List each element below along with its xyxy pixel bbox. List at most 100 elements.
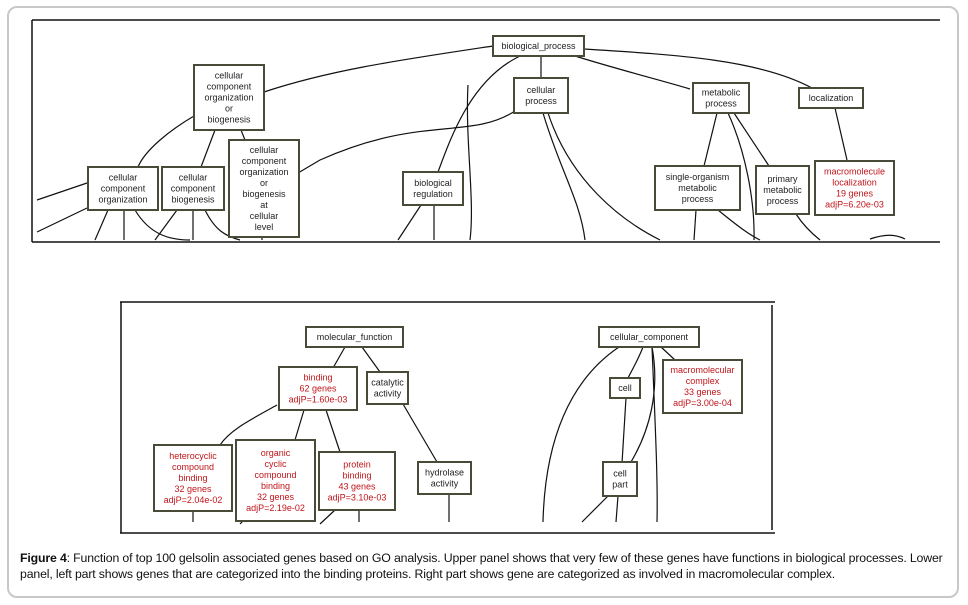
node-box [305,326,404,348]
node-label-line: cell [618,383,632,393]
node-label-line: organic [261,448,291,458]
go-term-node-mf: molecular_function [305,326,404,348]
node-label-line: regulation [413,189,453,199]
node-box [153,444,233,512]
node-label-line: heterocyclic [169,451,217,461]
node-label-line: level [255,222,274,232]
edge [542,346,620,523]
node-label-line: cyclic [265,459,287,469]
edge [869,234,906,240]
node-label-line: or [225,104,233,114]
node-label-line: cellular [179,173,208,183]
node-label-line: compound [254,470,296,480]
node-label-line: cellular [109,173,138,183]
node-label-line: binding [261,481,290,491]
node-label-line: protein [343,460,371,470]
edge [137,115,195,168]
node-label-line: biogenesis [207,115,251,125]
node-label-line: 32 genes [174,484,212,494]
edge [319,509,336,525]
node-label-line: cellular [215,71,244,81]
node-label-line: component [207,82,252,92]
node-box [278,366,358,411]
node-box [228,139,300,238]
edge [660,346,676,361]
node-box [492,35,585,57]
node-box [87,166,159,211]
node-label-line: single-organism [666,172,730,182]
edge [402,403,438,463]
node-label-line: adjP=2.04e-02 [164,495,223,505]
node-label-line: adjP=3.00e-04 [673,398,732,408]
node-box [654,165,741,211]
edge [547,112,661,241]
node-label-line: primary [767,174,798,184]
node-label-line: localization [832,178,877,188]
node-label-line: molecular_function [317,332,393,342]
node-box [235,439,316,522]
edge [466,84,473,241]
edge [651,346,658,523]
node-label-line: cell [613,469,627,479]
node-label-line: biogenesis [171,195,215,205]
node-label-line: catalytic [371,378,404,388]
edge [581,495,609,523]
node-label-line: complex [686,376,720,386]
node-label-line: component [101,184,146,194]
node-label-line: hydrolase [425,468,464,478]
cellular-component-edges [542,346,676,523]
node-label-line: organization [98,195,147,205]
node-label-line: binding [342,471,371,481]
node-label-line: process [682,194,714,204]
edge [733,112,770,167]
go-term-node-cc: cellular_component [598,326,700,348]
node-label-line: adjP=1.60e-03 [289,395,348,405]
node-label-line: 43 genes [338,482,376,492]
edge [397,204,422,241]
node-label-line: component [242,156,287,166]
edge [542,112,586,241]
node-label-line: activity [374,389,402,399]
edge [795,213,821,241]
node-label-line: cellular_component [610,332,689,342]
node-label-line: part [612,480,628,490]
node-label-line: adjP=3.10e-03 [328,493,387,503]
node-box [798,87,864,109]
caption-text: : Function of top 100 gelsolin associate… [20,551,943,581]
edge [94,209,109,241]
go-term-node-loc: localization [798,87,864,109]
node-label-line: macromolecular [670,365,734,375]
node-label-line: localization [809,93,854,103]
go-term-node-bp: biological_process [492,35,585,57]
node-label-line: biological_process [501,41,576,51]
node-label-line: organization [239,167,288,177]
edge [574,55,691,90]
node-box [598,326,700,348]
node-box [662,359,743,414]
node-label-line: at [260,200,268,210]
node-box [402,171,464,206]
node-box [609,377,641,399]
node-label-line: or [260,178,268,188]
edge [630,346,656,463]
edge [437,55,521,173]
edge [36,182,88,201]
go-term-node-ccobcl: cellularcomponentorganizationorbiogenesi… [228,139,300,238]
node-label-line: process [525,96,557,106]
node-box [602,461,638,497]
node-label-line: cellular [527,85,556,95]
node-box [193,64,265,131]
edge [332,346,346,369]
node-label-line: organization [204,93,253,103]
edge [325,409,341,453]
node-label-line: adjP=6.20e-03 [825,200,884,210]
edge [361,346,381,373]
node-label-line: process [767,196,799,206]
